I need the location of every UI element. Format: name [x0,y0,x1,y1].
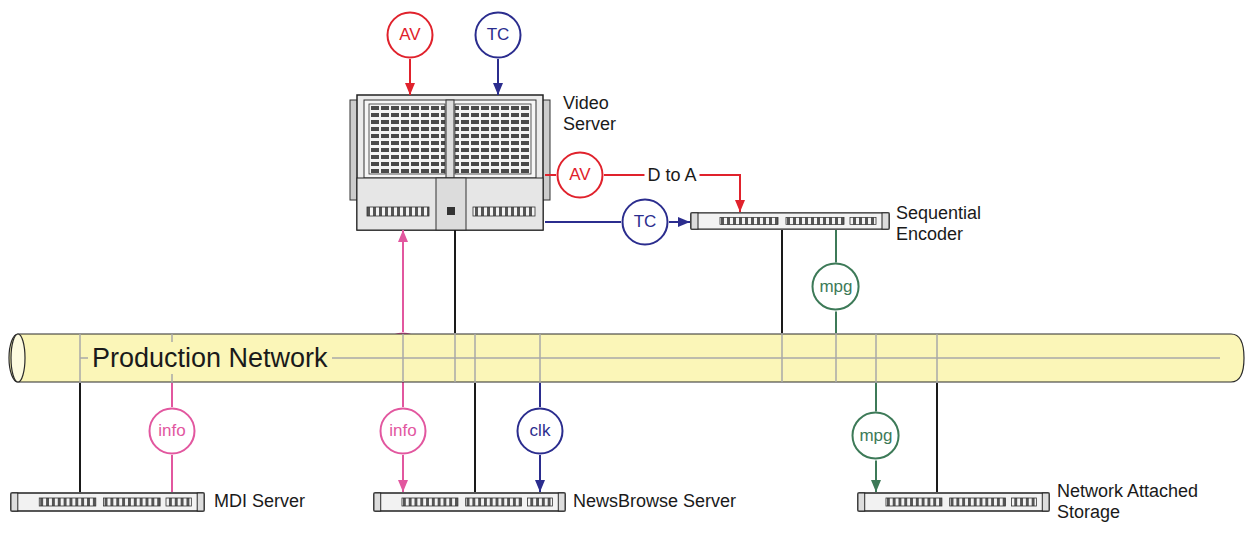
signal-circle: info [148,407,196,455]
signal-circle: mpg [851,411,900,460]
signal-label: info [158,421,185,441]
server-drawing [11,493,204,511]
signal-circle: mpg [811,262,860,311]
mdi-server: MDI Server [10,492,205,512]
signal-connector [474,383,476,492]
signal-connector [409,59,411,95]
signal-connector [835,312,837,333]
signal-connector [875,383,877,411]
signal-label: clk [530,421,551,441]
network-band: Production Network [8,333,1245,383]
newsbrowse-server: NewsBrowse Server [373,492,566,512]
signal-connector [402,230,404,332]
sequential-encoder: Sequential Encoder [690,212,890,230]
network-name: Production Network [88,342,332,374]
signal-connector [497,59,499,95]
signal-connector [835,230,837,262]
signal-circle: clk [516,407,564,455]
signal-label: info [389,421,416,441]
signal-label: TC [634,212,657,232]
signal-circle: info [379,407,427,455]
signal-connector [171,383,173,407]
encoder-drawing [691,213,889,229]
signal-connector [875,461,877,492]
signal-connector [545,221,621,223]
signal-connector [539,383,541,407]
device-name: MDI Server [214,491,394,512]
signal-label: AV [399,25,420,45]
storage-drawing [858,493,1049,511]
signal-label: mpg [819,277,852,297]
signal-connector [454,230,456,333]
signal-connector [669,221,690,223]
signal-connector [79,383,81,492]
signal-circle: TC [621,198,669,246]
signal-circle: TC [474,11,522,59]
signal-connector [936,383,938,492]
signal-connector [539,455,541,492]
signal-label: AV [569,165,590,185]
signal-connector [402,455,404,492]
signal-connector [545,174,556,176]
signal-label: mpg [859,426,892,446]
storage-unit: Network Attached Storage [857,492,1050,512]
device-name: Network Attached Storage [1057,481,1207,523]
signal-circle: AV [556,151,604,199]
video-server-drawing [350,95,550,230]
connector-label: D to A [644,165,699,186]
signal-connector [171,455,173,492]
device-name: Video Server [563,93,643,135]
device-name: NewsBrowse Server [573,491,773,512]
signal-circle: AV [386,11,434,59]
device-name: Sequential Encoder [896,203,1011,245]
video-server: Video Server [355,95,545,230]
server-drawing [374,493,565,511]
signal-label: TC [487,25,510,45]
signal-connector [781,230,783,333]
signal-connector [402,380,404,407]
